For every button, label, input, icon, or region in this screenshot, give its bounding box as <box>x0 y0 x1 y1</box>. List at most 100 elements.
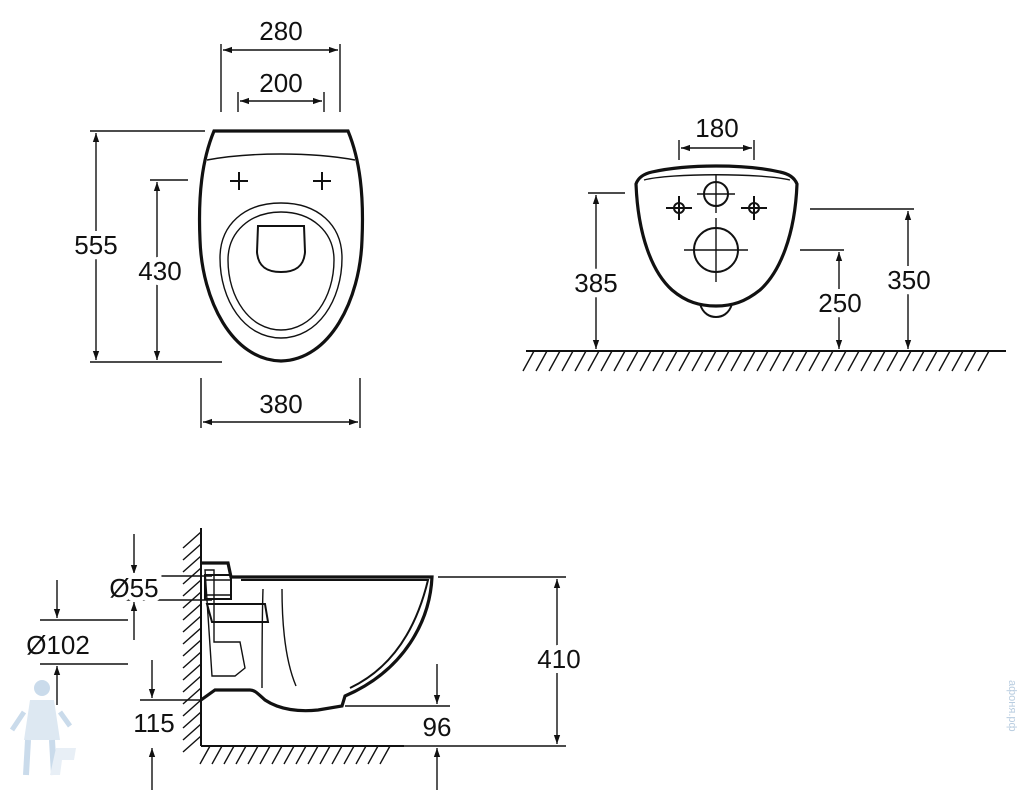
dim-label-555: 555 <box>74 230 117 260</box>
side-view-wall <box>182 528 202 753</box>
top-view-flush-opening <box>255 225 307 274</box>
dim-side-total-height: 410 <box>404 576 586 747</box>
hatch-line <box>307 745 319 765</box>
hatch-line <box>886 350 899 372</box>
hatch-line <box>652 350 665 372</box>
side-view-bowl-inner <box>241 579 430 689</box>
hatch-line <box>717 350 730 372</box>
dim-label-380: 380 <box>259 389 302 419</box>
dim-side-outlet-height: 96 <box>345 664 456 790</box>
hatch-line <box>782 350 795 372</box>
hatch-line <box>182 675 202 693</box>
side-view-floor <box>199 745 404 765</box>
dim-label-350: 350 <box>887 265 930 295</box>
dim-label-250: 250 <box>818 288 861 318</box>
side-view-rear-body <box>204 569 246 677</box>
hatch-line <box>821 350 834 372</box>
dim-top-length-total: 555 <box>69 130 222 363</box>
hatch-line <box>211 745 223 765</box>
hatch-line <box>912 350 925 372</box>
dim-label-180: 180 <box>695 113 738 143</box>
rear-view-upper-hole <box>697 175 735 213</box>
rear-view-mount-left <box>666 196 692 220</box>
hatch-line <box>283 745 295 765</box>
hatch-line <box>295 745 307 765</box>
hatch-line <box>182 603 202 621</box>
dim-top-width-inner: 200 <box>237 68 325 112</box>
hatch-line <box>847 350 860 372</box>
hatch-line <box>223 745 235 765</box>
dim-top-length-inner: 430 <box>133 179 188 360</box>
hatch-line <box>367 745 379 765</box>
hatch-line <box>182 651 202 669</box>
hatch-line <box>795 350 808 372</box>
hatch-line <box>834 350 847 372</box>
hatch-line <box>259 745 271 765</box>
hatch-line <box>925 350 938 372</box>
hatch-line <box>522 350 535 372</box>
hatch-line <box>182 735 202 753</box>
dim-top-width-outer: 280 <box>220 16 341 112</box>
hatch-line <box>355 745 367 765</box>
dim-label-280: 280 <box>259 16 302 46</box>
side-view: Ø55 Ø102 115 96 410 <box>21 528 586 790</box>
hatch-line <box>860 350 873 372</box>
dim-label-410: 410 <box>537 644 580 674</box>
dim-label-115: 115 <box>133 708 174 738</box>
rear-view-top-edge <box>643 174 791 181</box>
hatch-line <box>574 350 587 372</box>
hatch-line <box>319 745 331 765</box>
hatch-line <box>743 350 756 372</box>
dim-rear-hole-span: 180 <box>678 113 755 160</box>
rear-view: 180 385 250 350 <box>522 113 1006 372</box>
hatch-line <box>600 350 613 372</box>
hatch-line <box>587 350 600 372</box>
rear-view-mount-right <box>741 196 767 220</box>
dim-side-pipe-small: Ø55 <box>104 534 212 640</box>
hatch-line <box>182 615 202 633</box>
hatch-line <box>769 350 782 372</box>
top-view-seat-opening <box>219 202 343 339</box>
dim-label-430: 430 <box>138 256 181 286</box>
dim-label-200: 200 <box>259 68 302 98</box>
hatch-line <box>639 350 652 372</box>
dim-rear-height-right: 350 <box>810 208 936 349</box>
dim-label-d102: Ø102 <box>26 630 90 660</box>
dim-rear-hole-height: 250 <box>800 249 867 349</box>
hatch-line <box>756 350 769 372</box>
rear-view-outlet-foot <box>699 303 733 319</box>
hatch-line <box>613 350 626 372</box>
hatch-line <box>182 627 202 645</box>
hatch-line <box>678 350 691 372</box>
dim-side-pipe-large: Ø102 <box>21 580 128 705</box>
hatch-line <box>182 687 202 705</box>
hatch-line <box>235 745 247 765</box>
hatch-line <box>899 350 912 372</box>
rear-view-floor <box>522 350 1006 372</box>
hatch-line <box>331 745 343 765</box>
hatch-line <box>873 350 886 372</box>
hatch-line <box>247 745 259 765</box>
hatch-line <box>808 350 821 372</box>
top-view-seat-line <box>206 153 356 161</box>
hatch-line <box>964 350 977 372</box>
hatch-line <box>182 663 202 681</box>
hatch-line <box>182 699 202 717</box>
hatch-line <box>182 531 202 549</box>
hatch-line <box>704 350 717 372</box>
hatch-line <box>938 350 951 372</box>
top-view: 280 200 555 430 380 <box>69 16 365 428</box>
top-view-seat-inner <box>227 211 335 331</box>
watermark-mascot-logo <box>9 680 76 776</box>
hatch-line <box>182 555 202 573</box>
hatch-line <box>182 639 202 657</box>
rear-view-outline <box>634 164 799 308</box>
hatch-line <box>951 350 964 372</box>
top-view-bowl-outline <box>197 129 365 363</box>
hatch-line <box>182 543 202 561</box>
hatch-line <box>535 350 548 372</box>
dim-rear-height-left: 385 <box>569 192 625 349</box>
hatch-line <box>182 579 202 597</box>
hatch-line <box>182 723 202 741</box>
top-view-mount-cross-right <box>313 172 331 190</box>
